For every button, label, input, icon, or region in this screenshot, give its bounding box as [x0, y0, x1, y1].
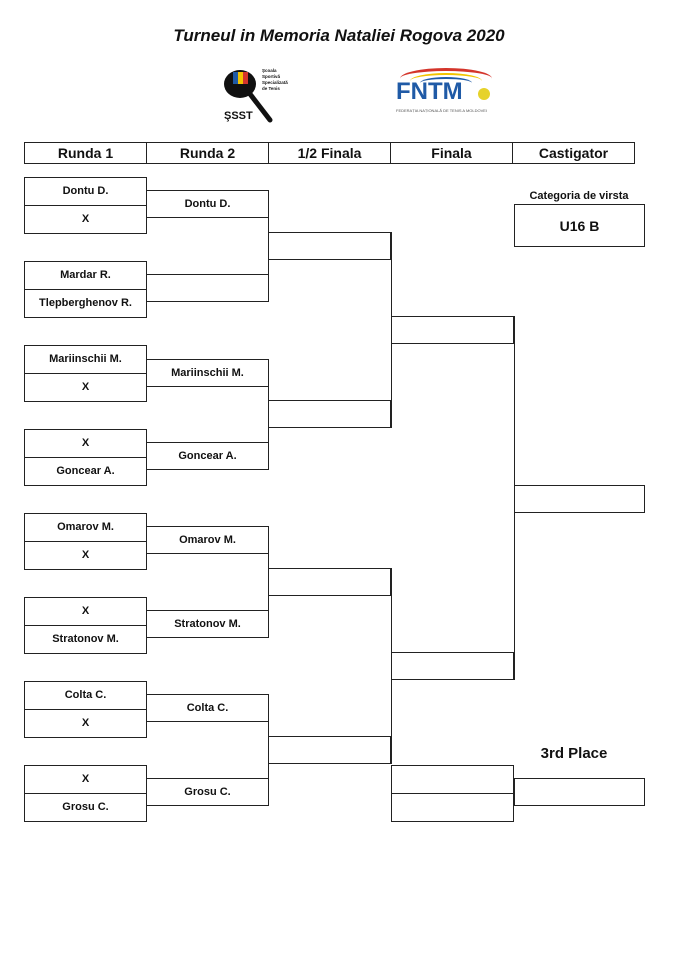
tennis-racket-icon	[224, 70, 273, 123]
header-final: Finala	[390, 142, 513, 164]
round1-divider-7	[24, 709, 147, 710]
tennis-ball-icon	[478, 88, 490, 100]
round2-slot-3	[146, 359, 269, 387]
category-box: U16 B	[514, 204, 645, 247]
round1-divider-2	[24, 289, 147, 290]
round2-slot-6	[146, 610, 269, 638]
ssst-line-4: de Tenis	[262, 86, 280, 91]
ssst-initials: ŞSST	[224, 110, 253, 122]
connector-r2-1	[268, 190, 269, 302]
page-title: Turneul in Memoria Nataliei Rogova 2020	[173, 26, 505, 45]
header-winner: Castigator	[512, 142, 635, 164]
round2-player: Goncear A.	[178, 450, 237, 462]
header-runda-2: Runda 2	[146, 142, 269, 164]
connector-r2-2	[268, 359, 269, 470]
semifinal-slot-1	[268, 232, 391, 260]
third-place-winner-box	[514, 778, 645, 806]
round1-player: X	[81, 213, 90, 225]
bracket-header: Runda 1 Runda 2 1/2 Finala Finala Castig…	[24, 142, 635, 164]
round1-player: Omarov M.	[57, 521, 114, 533]
round1-player: Goncear A.	[56, 465, 115, 477]
category-value: U16 B	[559, 217, 600, 234]
round1-player: Tlepberghenov R.	[39, 297, 132, 309]
round1-player: Mardar R.	[60, 269, 111, 281]
fntm-subtitle: FEDERAȚIA NAȚIONALĂ DE TENIS A MOLDOVEI	[396, 108, 488, 113]
round1-player: Grosu C.	[62, 801, 109, 813]
round1-divider-3	[24, 373, 147, 374]
round1-player: Colta C.	[64, 689, 107, 701]
header-semifinal: 1/2 Finala	[268, 142, 391, 164]
round2-player: Mariinschii M.	[171, 367, 244, 379]
ssst-line-2: Sportivă	[262, 74, 281, 79]
semifinal-slot-3	[268, 568, 391, 596]
third-place-divider	[391, 793, 514, 794]
winner-box	[514, 485, 645, 513]
ssst-line-1: Şcoala	[262, 68, 277, 73]
round2-player: Grosu C.	[184, 786, 231, 798]
round2-slot-2	[146, 274, 269, 302]
semifinal-slot-4	[268, 736, 391, 764]
third-place-label: 3rd Place	[540, 745, 608, 762]
header-runda-1: Runda 1	[24, 142, 147, 164]
round2-slot-1	[146, 190, 269, 218]
fntm-logo: FNTM FEDERAȚIA NAȚIONALĂ DE TENIS A MOLD…	[396, 66, 500, 118]
round1-divider-8	[24, 793, 147, 794]
round1-player: X	[81, 773, 90, 785]
round1-divider-4	[24, 457, 147, 458]
round1-player: X	[81, 437, 90, 449]
final-slot-2	[391, 652, 514, 680]
round1-player: X	[81, 717, 90, 729]
semifinal-slot-2	[268, 400, 391, 428]
round1-divider-1	[24, 205, 147, 206]
round2-player: Colta C.	[186, 702, 229, 714]
round2-player: Stratonov M.	[174, 618, 241, 630]
round1-divider-6	[24, 625, 147, 626]
connector-r2-3	[268, 526, 269, 638]
round2-player: Omarov M.	[179, 534, 236, 546]
round2-slot-4	[146, 442, 269, 470]
round2-player: Dontu D.	[184, 198, 231, 210]
round2-player	[146, 274, 269, 302]
round2-slot-7	[146, 694, 269, 722]
connector-sf-1	[391, 232, 392, 428]
ssst-logo: Şcoala Sportivă Specializată de Tenis ŞS…	[218, 64, 294, 128]
round1-player: Mariinschii M.	[49, 353, 122, 365]
round1-player: Stratonov M.	[52, 633, 119, 645]
round1-divider-5	[24, 541, 147, 542]
round1-player: X	[81, 605, 90, 617]
connector-sf-2	[391, 568, 392, 764]
fntm-text: FNTM	[396, 78, 463, 105]
category-label: Categoria de virsta	[529, 190, 629, 202]
round1-player: X	[81, 549, 90, 561]
round2-slot-5	[146, 526, 269, 554]
round1-player: Dontu D.	[62, 185, 109, 197]
final-slot-1	[391, 316, 514, 344]
connector-r2-4	[268, 694, 269, 806]
ssst-line-3: Specializată	[262, 80, 288, 85]
round1-player: X	[81, 381, 90, 393]
